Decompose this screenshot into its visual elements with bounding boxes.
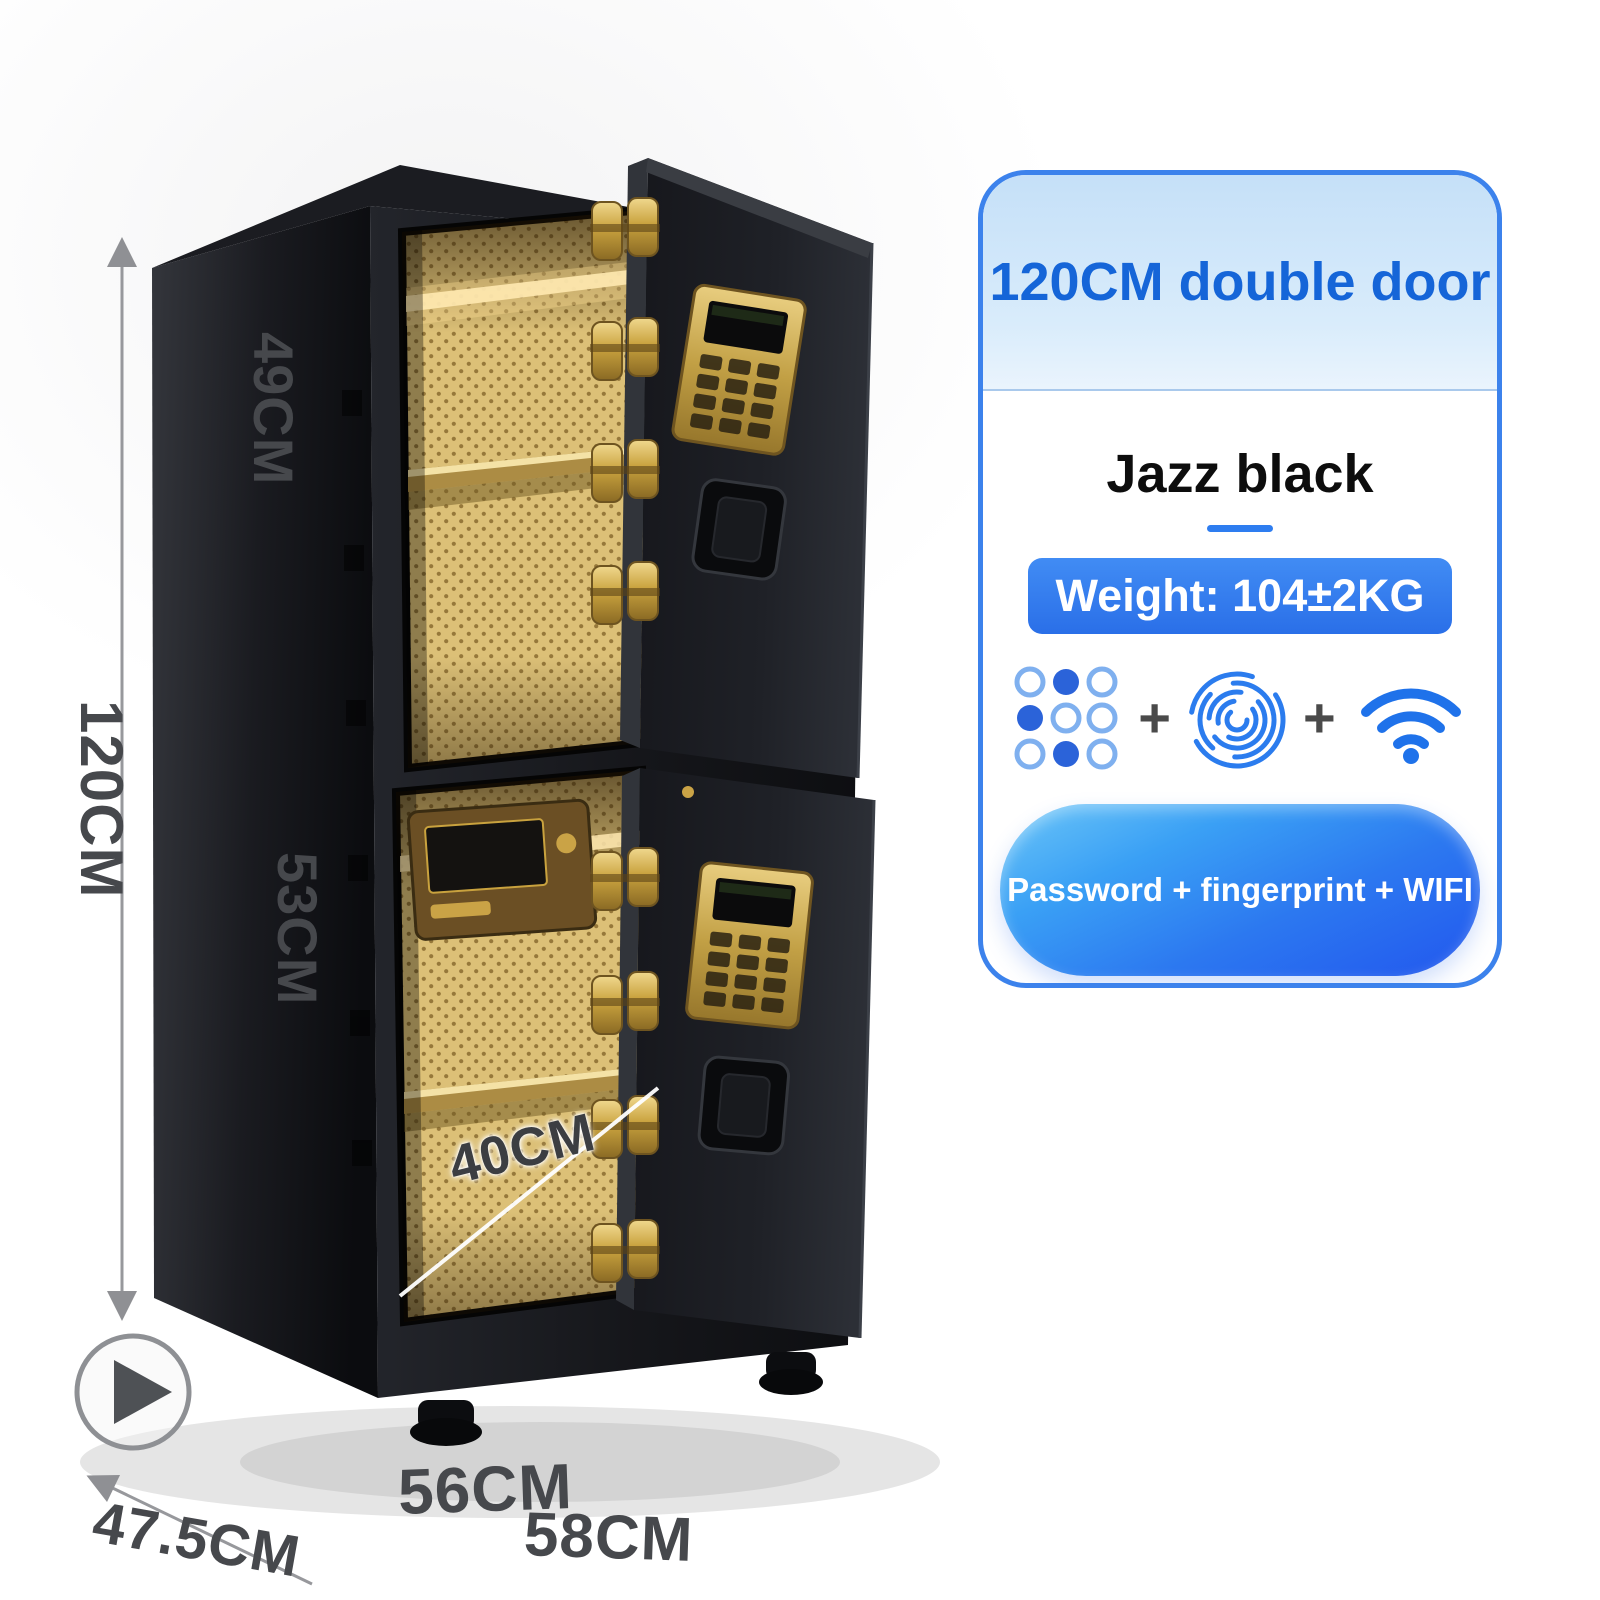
color-name-label: Jazz black [1106, 444, 1374, 504]
ground-shadow [80, 1406, 940, 1518]
safe-left-face [152, 206, 378, 1398]
wifi-icon [1360, 688, 1461, 764]
safe-feet [410, 1352, 823, 1446]
keypad-icon [1014, 666, 1118, 770]
dimension-label-base-width: 58CM [522, 1500, 695, 1575]
lower-door-fingerprint-handle [696, 1054, 792, 1157]
upper-door-keypad [670, 282, 809, 458]
feature-pill: Password + fingerprint + WIFI [1000, 804, 1480, 976]
fingerprint-icon [1188, 671, 1286, 769]
dimension-lines [86, 237, 660, 1586]
lower-compartment-interior [391, 765, 655, 1327]
accent-underline [1207, 525, 1273, 532]
dimension-label-lower-height: 53CM [266, 852, 329, 1006]
inner-lock-box [406, 798, 598, 941]
lower-door-keyhole [682, 786, 694, 798]
weight-badge: Weight: 104±2KG [1028, 558, 1452, 634]
safe-top-face [152, 165, 862, 268]
play-icon[interactable] [74, 1333, 192, 1451]
lower-door-keypad [684, 860, 815, 1031]
dimension-label-upper-height: 49CM [242, 332, 305, 486]
panel-header: 120CM double door [983, 175, 1497, 391]
upper-compartment-interior [397, 205, 655, 773]
plus-sign: + [1303, 686, 1336, 749]
feature-icons-row: + + [983, 658, 1497, 778]
panel-title: 120CM double door [989, 252, 1491, 312]
product-info-panel: 120CM double door Jazz black Weight: 104… [978, 170, 1502, 988]
upper-door-fingerprint-handle [689, 476, 789, 583]
dimension-label-total-height: 120CM [68, 700, 135, 899]
plus-sign: + [1138, 686, 1171, 749]
